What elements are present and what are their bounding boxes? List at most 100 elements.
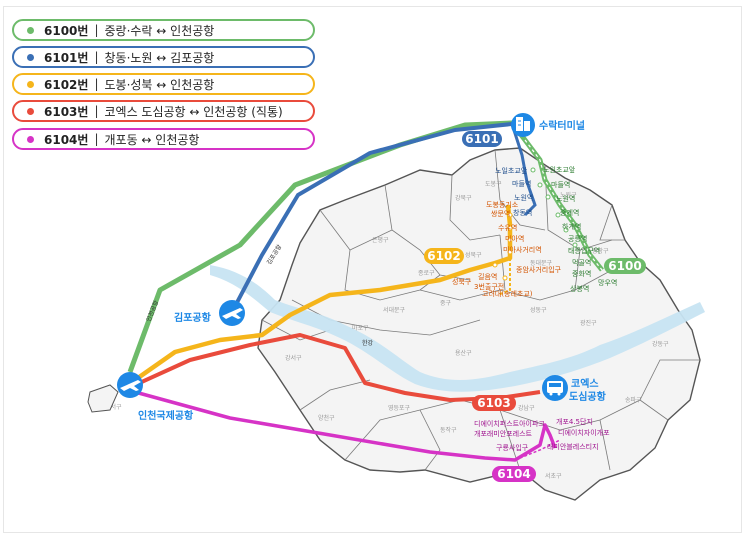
legend-item-6103[interactable]: 6103번 | 코엑스 도심공항 ↔ 인천공항 (직통): [12, 100, 315, 122]
svg-text:개포래미안포레스트: 개포래미안포레스트: [474, 429, 533, 438]
district-label: 노원구: [560, 191, 577, 199]
svg-text:창동역: 창동역: [513, 208, 532, 217]
legend-route-name: 개포동 ↔ 인천공항: [104, 132, 200, 147]
svg-text:하계역: 하계역: [562, 222, 581, 231]
han-river: [210, 265, 705, 392]
legend-item-6101[interactable]: 6101번 | 창동·노원 ↔ 김포공항: [12, 46, 315, 68]
legend-separator: |: [94, 23, 99, 37]
district-label: 동대문구: [530, 259, 553, 267]
route-badge-6101[interactable]: 6101: [462, 131, 502, 147]
place-coex[interactable]: 코엑스: [571, 378, 599, 390]
legend-route-number: 6100번: [44, 23, 89, 38]
svg-text:중계역: 중계역: [560, 208, 579, 217]
district-label: 광진구: [580, 319, 597, 327]
svg-text:성북구: 성북구: [452, 277, 472, 286]
stops-6101-labels: 노일초교앞 마들역 노원역 창동역: [495, 166, 533, 217]
route-badge-6100[interactable]: 6100: [604, 258, 646, 274]
svg-text:상봉역: 상봉역: [570, 284, 589, 293]
legend-dot: [27, 80, 34, 88]
svg-text:개포4.5단지: 개포4.5단지: [556, 417, 593, 426]
legend-route-name: 코엑스 도심공항 ↔ 인천공항 (직통): [104, 104, 283, 119]
road-label-incheon: 인천공항: [144, 299, 160, 323]
legend-route-number: 6103번: [44, 104, 89, 119]
district-labels: 도봉구 강북구 노원구 은평구 성북구 중랑구 종로구 동대문구 서대문구 중구…: [105, 180, 669, 480]
district-label: 서대문구: [383, 306, 406, 314]
legend-item-6104[interactable]: 6104번 | 개포동 ↔ 인천공항: [12, 128, 315, 150]
svg-text:고려대(송레초교): 고려대(송레초교): [482, 289, 533, 298]
stops-6100-dots: [530, 167, 578, 248]
district-label: 양천구: [318, 414, 335, 422]
svg-text:공릉역: 공릉역: [568, 234, 587, 243]
legend-separator: |: [94, 104, 99, 118]
legend-route-name: 도봉·성북 ↔ 인천공항: [104, 77, 215, 92]
svg-text:6101: 6101: [465, 132, 498, 146]
svg-text:노원역: 노원역: [556, 194, 575, 203]
place-incheon-airport[interactable]: 인천국제공항: [138, 409, 194, 422]
stops-6102-dots: [492, 212, 513, 281]
svg-text:미아역: 미아역: [505, 234, 524, 243]
route-6101-line[interactable]: [230, 122, 513, 313]
legend-route-name: 창동·노원 ↔ 김포공항: [104, 50, 215, 65]
place-gimpo-airport[interactable]: 김포공항: [174, 311, 212, 324]
route-badge-6102[interactable]: 6102: [424, 248, 464, 264]
stops-6102-labels: 도봉동기소 쌍문역 수유역 미아역 미아사거리역 길음역 3번출구전 고려대(송…: [452, 200, 562, 298]
seoul-outline: [257, 147, 701, 501]
building-icon: [511, 113, 535, 137]
svg-text:먹골역: 먹골역: [572, 258, 591, 267]
route-badge-6103[interactable]: 6103: [472, 395, 516, 411]
svg-text:도봉동기소: 도봉동기소: [486, 200, 519, 209]
svg-text:노일초교앞: 노일초교앞: [495, 166, 528, 175]
route-6100-dash: [524, 139, 603, 271]
svg-text:마들역: 마들역: [551, 180, 570, 189]
district-label: 종로구: [418, 270, 435, 277]
svg-text:노원역: 노원역: [514, 193, 533, 202]
stops-6104-labels: 디에이치퍼스트아이파크 개포래미안포레스트 구룡사입구 개포4.5단지 디에이치…: [474, 417, 610, 452]
stops-6100-labels: 노원초교앞 마들역 노원역 중계역 하계역 공릉역 태릉입구역 먹골역 중화역 …: [543, 165, 617, 293]
river-label: 한강: [362, 339, 374, 347]
svg-text:종암사거리입구: 종암사거리입구: [516, 265, 562, 274]
route-6104-dash: [514, 439, 561, 461]
district-label: 성동구: [530, 306, 547, 314]
legend-separator: |: [94, 50, 99, 64]
svg-text:쌍문역: 쌍문역: [491, 209, 510, 218]
svg-text:마들역: 마들역: [512, 179, 531, 188]
svg-text:디에이치퍼스트아이파크: 디에이치퍼스트아이파크: [474, 419, 545, 428]
svg-text:태릉입구역: 태릉입구역: [568, 246, 600, 255]
airplane-icon: [87, 372, 143, 413]
place-coex-airport[interactable]: 도심공항: [569, 390, 607, 403]
svg-text:수유역: 수유역: [498, 223, 517, 232]
legend-item-6100[interactable]: 6100번 | 중랑·수락 ↔ 인천공항: [12, 19, 315, 41]
legend-separator: |: [94, 132, 99, 146]
svg-text:길음역: 길음역: [478, 272, 497, 281]
svg-text:3번출구전: 3번출구전: [474, 282, 504, 291]
legend-separator: |: [94, 77, 99, 91]
svg-text:노원초교앞: 노원초교앞: [543, 165, 576, 174]
district-label: 강서구: [285, 354, 302, 362]
district-label: 강북구: [455, 194, 472, 202]
route-badge-6104[interactable]: 6104: [492, 466, 536, 482]
route-6102-dash: [497, 258, 511, 296]
bus-icon: [542, 375, 568, 401]
svg-text:6104: 6104: [497, 467, 530, 481]
district-label: 강서구: [105, 403, 122, 411]
legend-item-6102[interactable]: 6102번 | 도봉·성북 ↔ 인천공항: [12, 73, 315, 95]
svg-text:6103: 6103: [477, 396, 510, 410]
legend-dot: [27, 53, 34, 61]
svg-text:망우역: 망우역: [598, 278, 617, 287]
place-suraq-terminal[interactable]: 수락터미널: [539, 119, 585, 132]
svg-text:래미안블레스티지: 래미안블레스티지: [547, 442, 599, 451]
district-label: 영등포구: [388, 404, 411, 412]
district-label: 강남구: [518, 404, 535, 412]
svg-text:6102: 6102: [427, 249, 460, 263]
svg-text:미아사거리역: 미아사거리역: [503, 245, 542, 254]
legend-route-name: 중랑·수락 ↔ 인천공항: [104, 23, 215, 38]
district-label: 성북구: [465, 251, 482, 259]
svg-text:구룡사입구: 구룡사입구: [496, 443, 529, 452]
svg-text:디에이치자이개포: 디에이치자이개포: [558, 428, 610, 437]
district-label: 송파구: [625, 396, 642, 404]
legend-dot: [27, 26, 34, 34]
district-label: 도봉구: [485, 180, 502, 188]
route-6101-branch: [510, 123, 537, 217]
route-6104-line[interactable]: [134, 390, 557, 462]
